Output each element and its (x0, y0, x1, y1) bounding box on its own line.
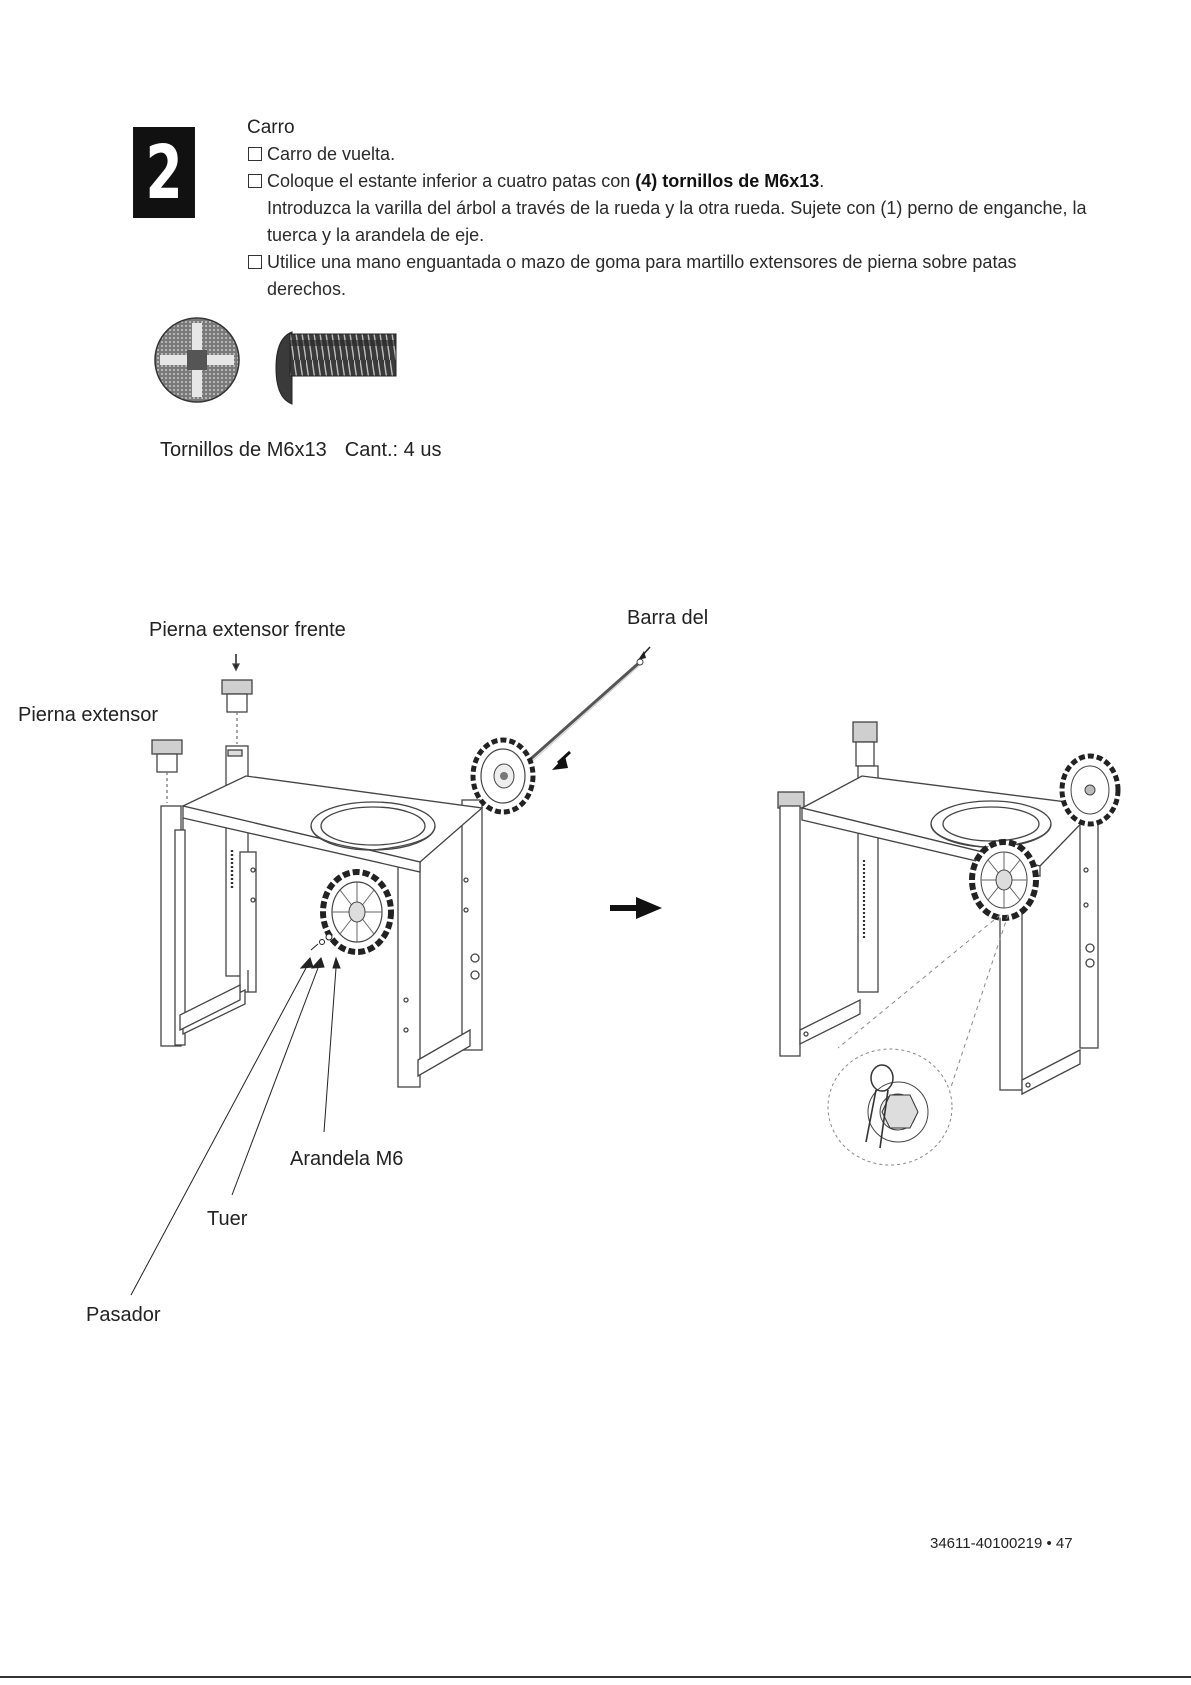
screw-side-icon (275, 331, 397, 405)
step-number: 2 (145, 129, 183, 216)
screw-count-bold: (4) tornillos de M6x13 (635, 171, 820, 191)
wheel-front-assembled-icon (969, 839, 1039, 921)
label-pin: Pasador (86, 1304, 161, 1326)
hardware-caption: Tornillos de M6x13 Cant.: 4 us (160, 439, 441, 462)
label-nut: Tuer (207, 1208, 248, 1230)
hardware-quantity: Cant.: 4 us (344, 439, 442, 461)
wheel-back-icon (470, 737, 572, 815)
wheel-back-assembled-icon (1059, 753, 1121, 827)
axle-hardware-icon (130, 933, 341, 1296)
checkbox-icon (248, 255, 262, 269)
label-leg-extender: Pierna extensor (18, 704, 159, 726)
instruction-item-3: Utilice una mano enguantada o mazo de go… (247, 249, 1107, 276)
bottom-rule (0, 1676, 1191, 1678)
screw-head-icon (154, 317, 240, 403)
right-arrow-icon (610, 897, 662, 919)
page-footer: 34611-40100219 • 47 (930, 1535, 1073, 1552)
instruction-item-2-continuation: Introduzca la varilla del árbol a través… (267, 198, 1087, 245)
leg-extender-icon (151, 739, 183, 803)
leg-extender-front-icon (221, 654, 253, 744)
cart-frame-assembled (777, 721, 1100, 1096)
instruction-item-3-continuation: derechos. (267, 279, 347, 299)
section-title: Carro (247, 117, 295, 138)
cart-frame-exploded (151, 654, 484, 1088)
instruction-item-2: Coloque el estante inferior a cuatro pat… (247, 168, 1107, 195)
wheel-front-icon (320, 869, 394, 955)
instruction-item-1: Carro de vuelta. (247, 141, 1107, 168)
label-axle-bar: Barra del (627, 607, 709, 629)
label-washer: Arandela M6 (290, 1148, 404, 1170)
step-number-badge: 2 (133, 127, 195, 218)
axle-pin-detail-icon (827, 914, 1009, 1166)
checkbox-icon (248, 174, 262, 188)
instructions-block: Carro Carro de vuelta. Coloque el estant… (247, 114, 1107, 303)
hardware-name: Tornillos de M6x13 (160, 439, 327, 461)
checkbox-icon (248, 147, 262, 161)
label-leg-extender-front: Pierna extensor frente (149, 619, 346, 641)
